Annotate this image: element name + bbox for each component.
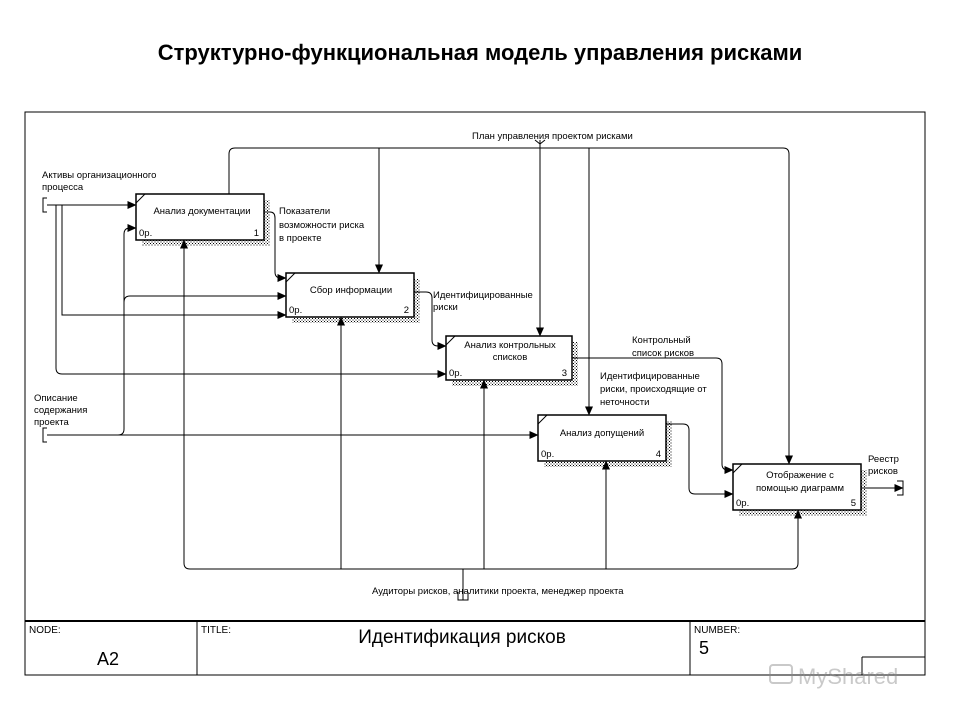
box-frame	[537, 414, 667, 462]
diagram-frame	[24, 111, 926, 676]
label-identified-inaccuracy: Идентифицированные	[600, 371, 700, 382]
tunnel-bracket	[42, 197, 47, 213]
input-arrow-description-branch	[117, 224, 137, 436]
label-checklist: список рисков	[632, 348, 694, 359]
process-box-5[interactable]: Отображение с помощью диаграмм 0р. 5	[732, 463, 867, 516]
watermark-text: MyShared	[798, 664, 898, 689]
tunnel-bracket	[42, 427, 47, 443]
box-number: 3	[562, 368, 567, 379]
label-identified: Идентифицированные	[433, 290, 533, 301]
footer-number-value: 5	[699, 638, 709, 658]
box-label: Анализ документации	[153, 206, 250, 217]
process-box-1[interactable]: Анализ документации 0р. 1	[135, 193, 270, 246]
process-box-3[interactable]: Анализ контрольных списков 0р. 3	[445, 335, 578, 386]
box-op: 0р.	[139, 228, 152, 239]
box-op: 0р.	[541, 449, 554, 460]
box-corner	[537, 414, 548, 425]
watermark-logo: MyShared	[769, 664, 898, 689]
box-label: Анализ допущений	[560, 428, 644, 439]
footer-node-value: A2	[97, 649, 119, 669]
box-label: Отображение с	[766, 470, 834, 481]
box-frame	[135, 193, 265, 241]
box-number: 2	[404, 305, 409, 316]
process-box-4[interactable]: Анализ допущений 0р. 4	[537, 414, 672, 467]
mechanism-arrow-bus	[190, 509, 802, 570]
input-arrow-assets-branch	[55, 205, 447, 378]
box-op: 0р.	[449, 368, 462, 379]
label-input-assets: процесса	[42, 182, 84, 193]
label-identified-inaccuracy: риски, происходящие от	[600, 384, 707, 395]
label-identified-inaccuracy: неточности	[600, 397, 649, 408]
label-mechanism: Аудиторы рисков, аналитики проекта, мене…	[372, 586, 624, 597]
tunnel-bracket	[534, 139, 546, 145]
box-number: 1	[254, 228, 259, 239]
box-label: списков	[493, 352, 528, 363]
input-arrow-assets-branch	[61, 205, 287, 319]
box-op: 0р.	[289, 305, 302, 316]
box-frame	[445, 335, 573, 381]
box-frame	[285, 272, 415, 318]
label-indicators: в проекте	[279, 233, 321, 244]
label-input-description: содержания	[34, 405, 87, 416]
box-label: помощью диаграмм	[756, 483, 844, 494]
input-arrow-description-branch	[123, 292, 287, 303]
control-arrow-main	[228, 147, 793, 465]
output-arrow-checklist	[572, 357, 734, 474]
box-corner	[445, 335, 456, 346]
footer-number-label: NUMBER:	[694, 625, 740, 636]
label-input-assets: Активы организационного	[42, 170, 156, 181]
box-corner	[135, 193, 146, 204]
label-indicators: возможности риска	[279, 220, 365, 231]
box-op: 0р.	[736, 498, 749, 509]
label-identified: риски	[433, 302, 458, 313]
label-registry: рисков	[868, 466, 898, 477]
output-arrow-identified	[414, 291, 447, 350]
label-control-plan: План управления проектом рисками	[472, 131, 633, 142]
box-label: Сбор информации	[310, 285, 392, 296]
box-frame	[732, 463, 862, 511]
process-box-2[interactable]: Сбор информации 0р. 2	[285, 272, 420, 323]
label-input-description: проекта	[34, 417, 70, 428]
box-label: Анализ контрольных	[464, 340, 556, 351]
label-registry: Реестр	[868, 454, 899, 465]
tunnel-bracket	[457, 592, 469, 601]
box-number: 4	[656, 449, 661, 460]
watermark-icon	[769, 664, 793, 684]
page-title: Структурно-функциональная модель управле…	[157, 40, 803, 65]
label-indicators: Показатели	[279, 206, 330, 217]
tunnel-bracket	[897, 480, 904, 496]
mechanism-arrow-bus	[184, 240, 190, 570]
output-arrow-indicators	[264, 211, 287, 282]
output-arrow-assumptions	[666, 423, 734, 498]
box-corner	[285, 272, 296, 283]
footer-node-label: NODE:	[29, 625, 61, 636]
label-input-description: Описание	[34, 393, 78, 404]
footer-title-label: TITLE:	[201, 625, 231, 636]
box-number: 5	[851, 498, 856, 509]
box-corner	[732, 463, 743, 474]
footer-title-value: Идентификация рисков	[358, 627, 566, 648]
label-checklist: Контрольный	[632, 335, 691, 346]
